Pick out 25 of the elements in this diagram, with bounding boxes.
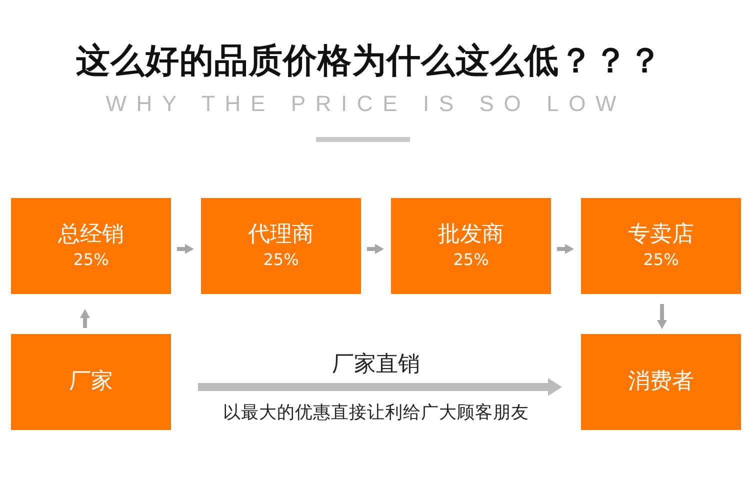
node-label: 消费者 (628, 369, 694, 395)
node-label: 批发商 (438, 222, 504, 248)
node-label: 厂家 (69, 369, 113, 395)
process-box (11, 334, 171, 430)
subtitle: WHY THE PRICE IS SO LOW (106, 90, 626, 118)
percentage-text: 25% (73, 250, 109, 270)
percentage-text: 25% (643, 250, 679, 270)
percentage-text: 25% (453, 250, 489, 270)
node-label: 代理商 (248, 222, 314, 248)
arrow (80, 309, 90, 328)
arrow (198, 378, 562, 396)
arrow (177, 244, 194, 254)
node-label: 专卖店 (628, 222, 694, 248)
process-box (391, 198, 551, 294)
process-box (581, 334, 741, 430)
arrow (557, 244, 574, 254)
title: 这么好的品质价格为什么这么低？？？ (76, 40, 662, 82)
node-label: 总经销 (58, 222, 124, 248)
process-box (201, 198, 361, 294)
process-box (581, 198, 741, 294)
description-text: 以最大的优惠直接让利给广大顾客朋友 (223, 402, 529, 425)
process-box (11, 198, 171, 294)
percentage-text: 25% (263, 250, 299, 270)
arrow (657, 304, 667, 329)
arrow (367, 244, 384, 254)
